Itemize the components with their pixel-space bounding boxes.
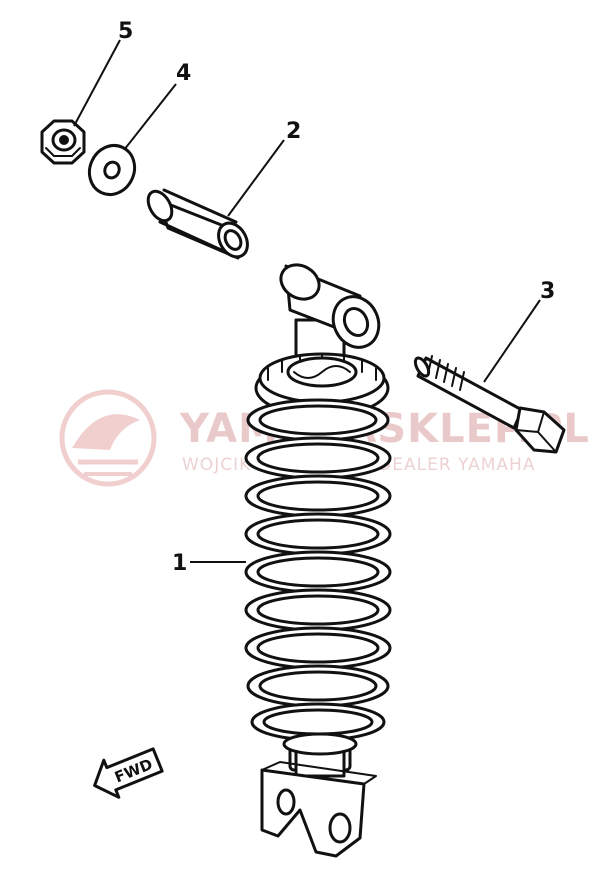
leader-lines xyxy=(73,39,541,563)
callout-3: 3 xyxy=(540,279,555,304)
callout-2: 2 xyxy=(286,119,301,144)
callouts: 1 2 3 4 5 xyxy=(118,19,555,576)
part-3-bolt xyxy=(413,355,566,454)
watermark-logo xyxy=(59,389,157,487)
part-5-nut xyxy=(40,119,86,165)
callout-1: 1 xyxy=(172,551,187,576)
part-1-shock-absorber xyxy=(244,263,392,858)
part-2-collar xyxy=(146,188,249,260)
fwd-direction-arrow: FWD xyxy=(93,747,164,799)
leader-2 xyxy=(227,139,285,217)
callout-5: 5 xyxy=(118,19,133,44)
coil-spring xyxy=(244,398,392,742)
leader-3 xyxy=(483,299,541,383)
leader-4 xyxy=(123,83,177,151)
leader-5 xyxy=(73,39,121,127)
part-4-washer xyxy=(87,144,137,196)
callout-4: 4 xyxy=(176,61,191,86)
